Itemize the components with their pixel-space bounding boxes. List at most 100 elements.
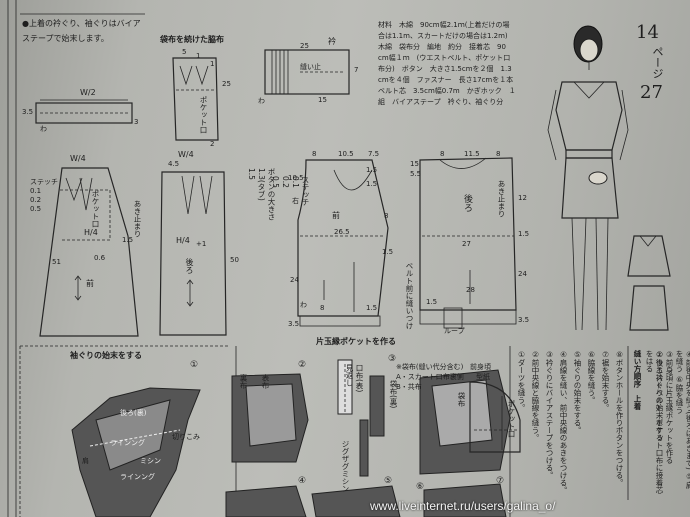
skirt-front-w: W/4 [70,154,86,163]
bodice-back-dim: 15 [410,160,419,168]
bodice-back-ake: あき止まり [497,180,506,218]
step-num: ③ [388,354,397,364]
materials-block: 材料 木綿 90cm幅2.1ｍ(上着だけの場 合は1.1m、スカートだけの場合は… [378,20,558,108]
collar-pattern [264,49,350,95]
pattern-label-sub: 型紙 [476,373,490,381]
materials-line: ベルト芯 3.5cm幅0.7m かぎホック １ [378,87,516,95]
watermark: www.liveinternet.ru/users/galina_o/ [370,499,556,513]
materials-line: 布分) ボタン 大きさ1.5cmを２個 1.3 [378,65,512,73]
skirt-front-ake: あき止まり [133,200,142,238]
bodice-front-dim: 8 [320,304,325,312]
skirt-back-n2: 50 [230,256,239,264]
step-item: ③衿ぐりにバイアステープをつける。 [545,350,554,479]
welt-label: 表布 [261,374,270,389]
bodice-back-dim: 27 [462,240,471,248]
bodice-back-pattern [419,157,517,329]
bodice-front-wa: わ [300,301,307,309]
model-illustration [547,25,629,331]
pattern-label-title: 前身頃 [470,363,491,371]
side-panel-pattern [172,57,219,141]
welt-label: 袋布(裏) [389,380,398,409]
bodice-back-dim: 12 [518,194,527,202]
sewing-step: ②後ろ衿ぐりの始末をする [655,350,664,442]
bodice-front-dim: 8 [384,212,389,220]
bodice-back-dim: 8 [496,150,501,158]
bodice-back-dim: 28 [466,286,475,294]
armhole-label: 肩 [82,457,89,465]
armhole-title: 袖ぐりの始末をする [70,351,142,360]
materials-line: 木綿 袋布分 編地 約分 接着芯 90 [378,43,506,51]
button-note: ボタンの大きさ 1.3(タブ) 1.5 [247,168,276,221]
step-item: ⑦裾を始末する。 [601,350,610,412]
armhole-label: ラインング [110,439,145,447]
materials-line: cmを４個 ファスナー 長さ17cmを１本 [378,76,514,84]
bodice-back-loop: ループ [444,327,465,335]
step-num: ⑤ [384,476,393,486]
top-note: ●上着の衿ぐり、袖ぐりはバイア ステープで始末します。 [22,19,141,43]
skirt-front-n3: 0.6 [94,254,106,262]
side-panel-dim: 2 [210,140,215,148]
small-flat-sketches [627,235,671,331]
belt-pattern [35,99,133,124]
pattern-label-b: ポケット口 [507,400,516,438]
skirt-front-n1: 1.5 [122,236,134,244]
bodice-back-dim: 1.5 [426,298,438,306]
step-item: ②前中央線と脇線を縫う。 [531,350,540,442]
step-num: ⑥ [416,482,425,492]
skirt-back-label: 後ろ [185,258,194,274]
step-item: ⑤袖ぐりの始末をする。 [573,350,582,434]
pocket-title: 袋布を続けた脇布 [160,35,224,44]
welt-label: 裏布 [239,374,248,389]
side-panel-dim: 5 [182,48,187,56]
collar-label: 衿 [328,37,336,46]
welt-title: 片玉縁ポケットを作る [316,337,396,346]
bodice-back-label: 後ろ [462,194,472,212]
skirt-back-h: H/4 [176,236,190,245]
step-num: ① [190,360,199,370]
bodice-front-pattern [297,159,389,327]
collar-wa: わ [258,97,265,105]
skirt-front-n2: 51 [52,258,61,266]
skirt-back-w: W/4 [178,150,194,159]
collar-dim-3: 7 [354,66,359,74]
step-item: ⑥脇線を縫う。 [587,350,596,404]
belt-wa: わ [40,125,47,133]
bodice-front-dim: 8 [312,150,317,158]
belt-label: W/2 [80,88,96,97]
bodice-front-dim: 24 [290,276,299,284]
welt-label: 口布(表) [355,364,364,393]
stitch-note: ステッチ 0.1 0.2 0.5 [271,176,310,206]
page-number: 14 [636,22,659,43]
step-item: ⑧ボタンホールを作りボタンをつける。 [615,350,624,487]
sewing-step: ④前後中央を縫う(後ろはあきまで) ⑤肩を縫う ⑥脇を縫う [675,350,690,489]
bodice-back-dim: 5.5 [410,170,422,178]
side-panel-label: ポケット口 [199,96,208,134]
skirt-front-pattern [39,167,139,337]
step-item: ①ダーツを縫う。 [517,350,526,412]
pattern-label-a: 袋布 [457,392,466,407]
bodice-front-dim: 1.5 [366,180,378,188]
bodice-front-dim: 10.5 [338,150,354,158]
belt-right: 3 [134,118,139,126]
sewing-step: ①ウエストベルト、ポケット口布に接着芯をはる [645,350,664,494]
step-num: ⑦ [496,476,505,486]
side-panel-dim: 1 [196,52,201,60]
step-num: ② [298,360,307,370]
materials-line: 合は1.1m、スカートだけの場合は1.2m) [378,32,508,40]
skirt-front-label: 前 [86,279,94,288]
page-label: ページ [651,46,664,79]
bodice-front-right: 右 [292,197,299,205]
collar-dim-1: 25 [300,42,309,50]
armhole-label: 後ろ(裏) [120,409,147,417]
skirt-back-plus: +1 [196,240,207,248]
skirt-back-n1: 4.5 [168,160,180,168]
side-panel-dim: 1 [210,60,215,68]
bodice-front-dim: 1.5 [366,304,378,312]
welt-note: ※袋布(縫い代分含む) A・スカート口布裏側 B・共布 [396,363,464,391]
page-sub: 27 [640,82,663,103]
welt-label: 見返し [345,364,354,387]
step-item: ④肩線を縫い、前中央線のあきをつける。 [559,350,568,494]
collar-note: 縫い止 [300,63,321,71]
bodice-front-dim: 10.5 [288,174,304,182]
